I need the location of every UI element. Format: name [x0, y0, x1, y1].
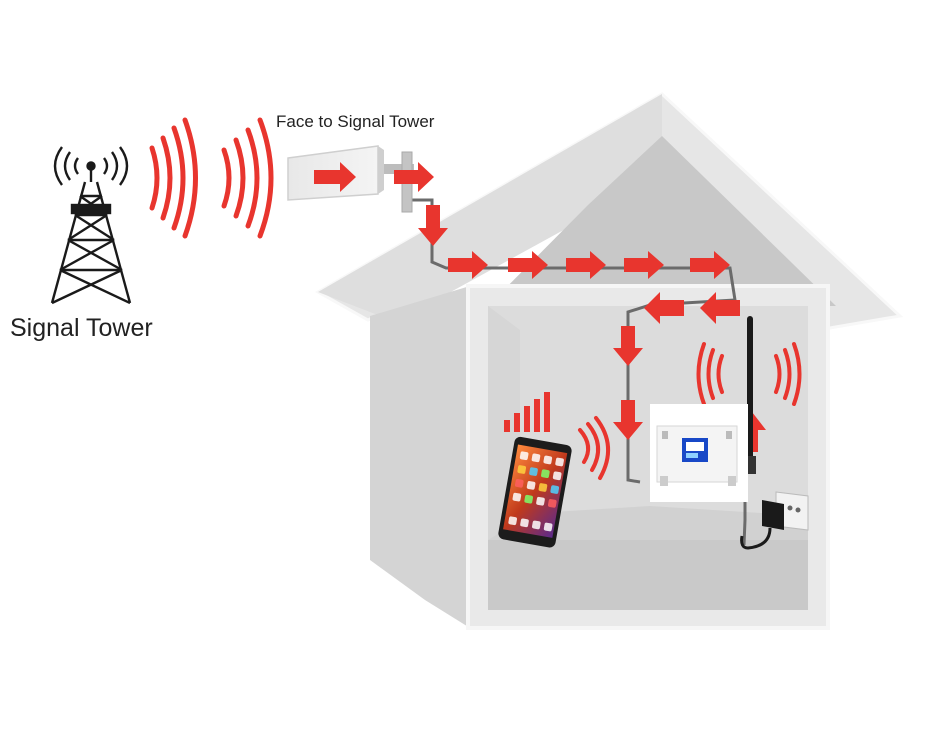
outdoor-antenna-label: Face to Signal Tower [276, 112, 434, 132]
signal-tower-label: Signal Tower [10, 314, 153, 343]
signal-waves [152, 120, 271, 236]
booster-unit-icon [650, 404, 748, 502]
signal-tower-icon [52, 147, 130, 303]
